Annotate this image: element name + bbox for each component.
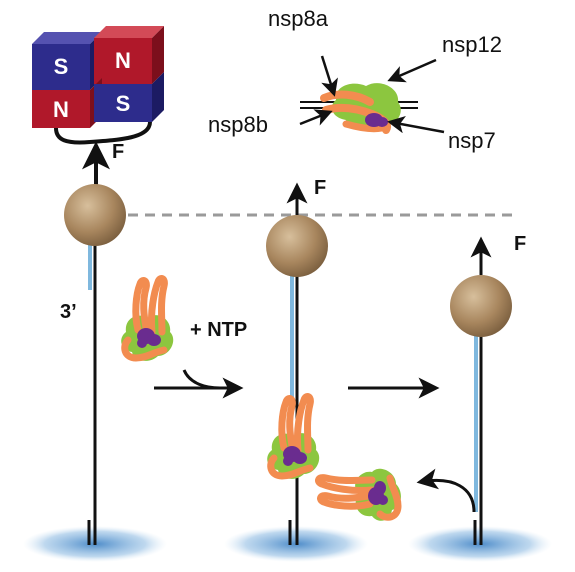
magnetic-bead	[266, 215, 328, 277]
label-nsp8a: nsp8a	[268, 6, 329, 31]
pointer-nsp7	[387, 116, 445, 134]
force-label: F	[514, 233, 526, 255]
three-prime-label: 3’	[60, 301, 77, 323]
magnetic-bead	[450, 275, 512, 337]
ntp-label: + NTP	[190, 319, 247, 341]
label-nsp12: nsp12	[442, 32, 502, 57]
force-label: F	[112, 141, 124, 163]
tether-3: F	[408, 233, 552, 562]
magnet-pole-bottom-right: S	[94, 72, 164, 122]
pointer-nsp8a	[320, 55, 338, 97]
force-label: F	[314, 177, 326, 199]
magnet-pole-label: N	[115, 48, 131, 73]
polymerase-complex-free	[121, 279, 173, 361]
magnet-pole-top-right: N	[94, 26, 164, 84]
label-nsp7: nsp7	[448, 128, 496, 153]
magnet-pole-label: S	[54, 54, 69, 79]
magnet-pole-label: S	[116, 91, 131, 116]
ntp-curve	[182, 369, 221, 390]
magnet-pole-label: N	[53, 97, 69, 122]
magnet: S N N S	[32, 26, 164, 145]
release-arrow	[416, 468, 476, 513]
tether-1: 3’	[23, 184, 167, 562]
tether-2: F	[224, 177, 368, 562]
pointer-nsp8b	[299, 109, 333, 126]
pointer-nsp12	[387, 58, 437, 83]
legend-complex	[300, 83, 418, 134]
magnet-pole-top-left: S	[32, 32, 102, 90]
magnetic-bead	[64, 184, 126, 246]
polymerase-complex-bound	[267, 397, 319, 479]
polymerase-complex-released	[319, 469, 401, 521]
label-nsp8b: nsp8b	[208, 112, 268, 137]
